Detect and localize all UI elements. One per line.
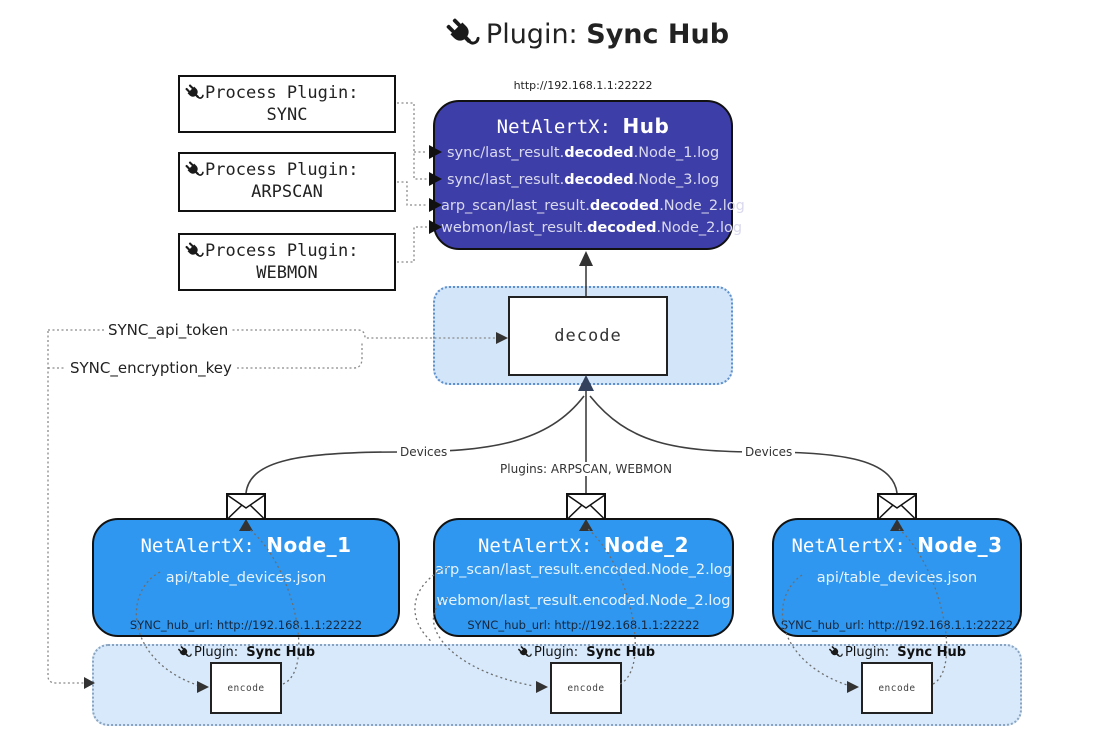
process-plugin-label: Process Plugin: [205,241,359,261]
process-plugin-sync-name: SYNC [266,105,308,125]
hub-url-label: http://192.168.1.1:22222 [513,79,653,92]
hub-log-line: sync/last_result.decoded.Node_1.log [447,145,720,161]
decode-box: decode [508,296,668,376]
node3-file: api/table_devices.json [816,570,978,586]
encoder2-plugin-label: Plugin: Sync Hub [517,645,655,660]
envelope-icon [877,493,917,520]
plug-icon [184,83,204,103]
encode1-box: encode [210,662,282,714]
device-curves [245,384,898,494]
hub-log-line: arp_scan/last_result.decoded.Node_2.log [441,198,745,214]
envelope-icon [566,493,606,520]
plug-icon [184,160,204,180]
title-name: Sync Hub [586,18,730,50]
devices-right-label: Devices [742,445,796,459]
hub-name: Hub [622,114,670,138]
process-plugin-label: Process Plugin: [205,83,359,103]
process-plugin-webmon-box: Process Plugin: WEBMON [178,233,396,291]
hub-log-line: sync/last_result.decoded.Node_3.log [447,172,720,188]
node1-box: NetAlertX: Node_1 api/table_devices.json… [92,518,400,637]
node3-title: NetAlertX: Node_3 [791,533,1003,557]
process-plugin-webmon-row: Process Plugin: [180,235,394,261]
sync-encryption-key-label: SYNC_encryption_key [66,359,236,377]
hub-box: NetAlertX: Hub sync/last_result.decoded.… [433,100,745,250]
node2-file: arp_scan/last_result.encoded.Node_2.log [435,562,732,578]
node2-hub-url: SYNC_hub_url: http://192.168.1.1:22222 [467,618,700,632]
node3-hub-url: SYNC_hub_url: http://192.168.1.1:22222 [780,618,1014,632]
hub-log-line: webmon/last_result.decoded.Node_2.log [441,220,743,236]
plugins-mid-label: Plugins: ARPSCAN, WEBMON [497,462,675,476]
page-title: Plugin: Sync Hub [28,16,1117,52]
node3-box: NetAlertX: Node_3 api/table_devices.json… [772,518,1022,637]
process-plugin-arpscan-name: ARPSCAN [251,182,323,202]
process-plugin-sync-row: Process Plugin: [180,77,394,103]
process-plugin-arpscan-row: Process Plugin: [180,154,394,180]
plug-icon [828,645,843,660]
hub-name-prefix: NetAlertX: [496,116,612,138]
plug-icon [184,241,204,261]
process-plugin-label: Process Plugin: [205,160,359,180]
plug-icon [517,645,532,660]
process-plugin-webmon-name: WEBMON [256,263,318,283]
encoder1-plugin-label: Plugin: Sync Hub [177,645,315,660]
node1-file: api/table_devices.json [165,570,327,586]
hub-title: NetAlertX: Hub [435,114,731,138]
encoder3-plugin-label: Plugin: Sync Hub [828,645,966,660]
plug-icon [177,645,192,660]
node2-box: NetAlertX: Node_2 arp_scan/last_result.e… [433,518,734,637]
devices-left-label: Devices [397,445,451,459]
encode2-box: encode [550,662,622,714]
encode3-box: encode [861,662,933,714]
node2-title: NetAlertX: Node_2 [477,533,690,557]
plug-icon [444,16,480,52]
title-prefix: Plugin: [485,18,578,50]
sync-api-token-label: SYNC_api_token [104,321,233,339]
node1-hub-url: SYNC_hub_url: http://192.168.1.1:22222 [129,618,363,632]
envelope-icon [226,493,266,520]
page-title-text: Plugin: Sync Hub [486,19,729,50]
process-plugin-sync-box: Process Plugin: SYNC [178,75,396,133]
node1-title: NetAlertX: Node_1 [140,533,352,557]
node2-file: webmon/last_result.encoded.Node_2.log [436,593,731,609]
process-plugin-arpscan-box: Process Plugin: ARPSCAN [178,152,396,212]
